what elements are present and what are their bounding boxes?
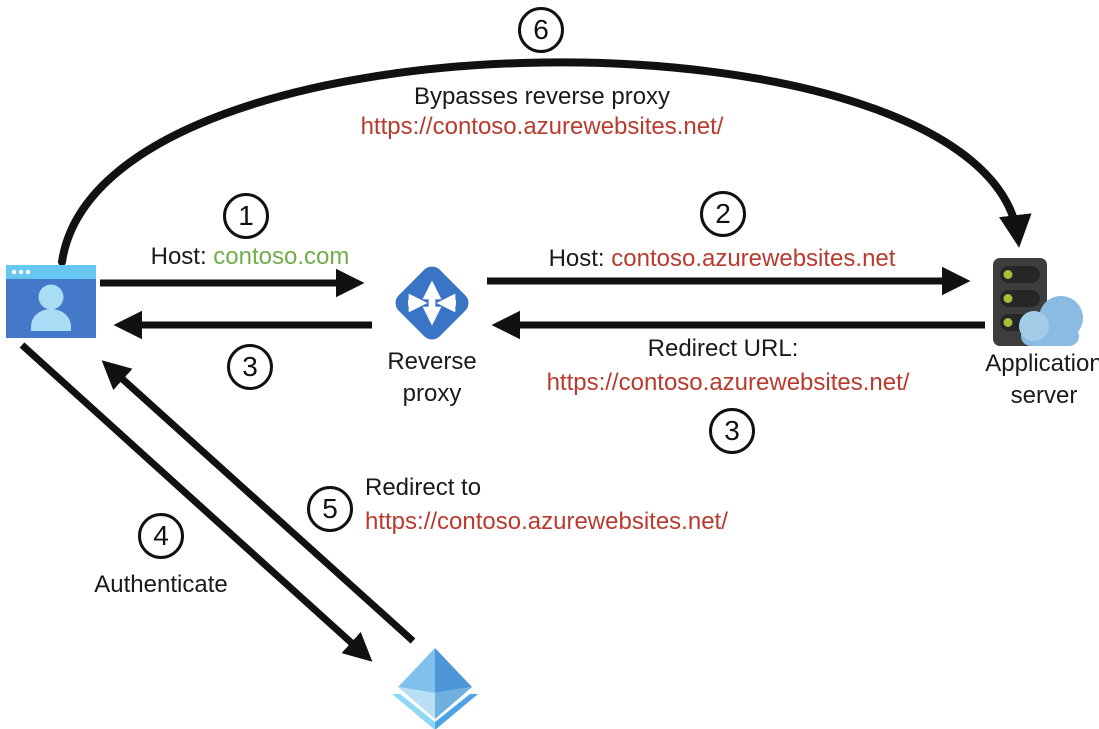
step-3-redirect-badge: 3 [709, 408, 755, 454]
step-1-number: 1 [238, 200, 254, 231]
step-5-title: Redirect to [365, 474, 482, 501]
step-1-host-prefix: Host: [150, 243, 214, 270]
step-2-host-prefix: Host: [548, 245, 612, 272]
arrow-6-bypass-arc [58, 58, 1032, 266]
step-4-number: 4 [153, 520, 169, 551]
reverse-proxy-label: Reverse proxy [387, 348, 477, 407]
azure-ad-icon [392, 648, 478, 729]
step-3-return-number: 3 [242, 351, 258, 382]
step-5-badge: 5 [307, 486, 353, 532]
step-3-redirect-title: Redirect URL: [647, 335, 799, 362]
step-6-url: https://contoso.azurewebsites.net/ [360, 113, 724, 140]
step-6-title: Bypasses reverse proxy [413, 83, 671, 110]
step-3-redirect-number: 3 [724, 415, 740, 446]
arrow-5-redirect-to-browser [101, 360, 416, 644]
step-2-badge: 2 [700, 191, 746, 237]
step-1-badge: 1 [223, 193, 269, 239]
router-icon [395, 266, 469, 340]
step-2-number: 2 [715, 198, 731, 229]
step-3-return-badge: 3 [227, 344, 273, 390]
step-6-number: 6 [533, 14, 549, 45]
step-2-label: Host: contoso.azurewebsites.net [549, 244, 896, 274]
step-5-number: 5 [322, 493, 338, 524]
step-6-badge: 6 [518, 7, 564, 53]
step-3-redirect-url: https://contoso.azurewebsites.net/ [546, 369, 910, 396]
arrow-4-authenticate [19, 342, 373, 662]
step-5-url: https://contoso.azurewebsites.net/ [365, 508, 728, 535]
server-cloud-icon [993, 258, 1083, 346]
step-4-label: Authenticate [94, 571, 228, 598]
step-1-host-value: contoso.com [213, 243, 350, 270]
step-2-host-value: contoso.azurewebsites.net [611, 245, 896, 272]
browser-user-icon [6, 265, 96, 338]
step-1-label: Host: contoso.com [151, 242, 350, 272]
application-server-label: Application server [985, 350, 1099, 409]
step-4-badge: 4 [138, 513, 184, 559]
